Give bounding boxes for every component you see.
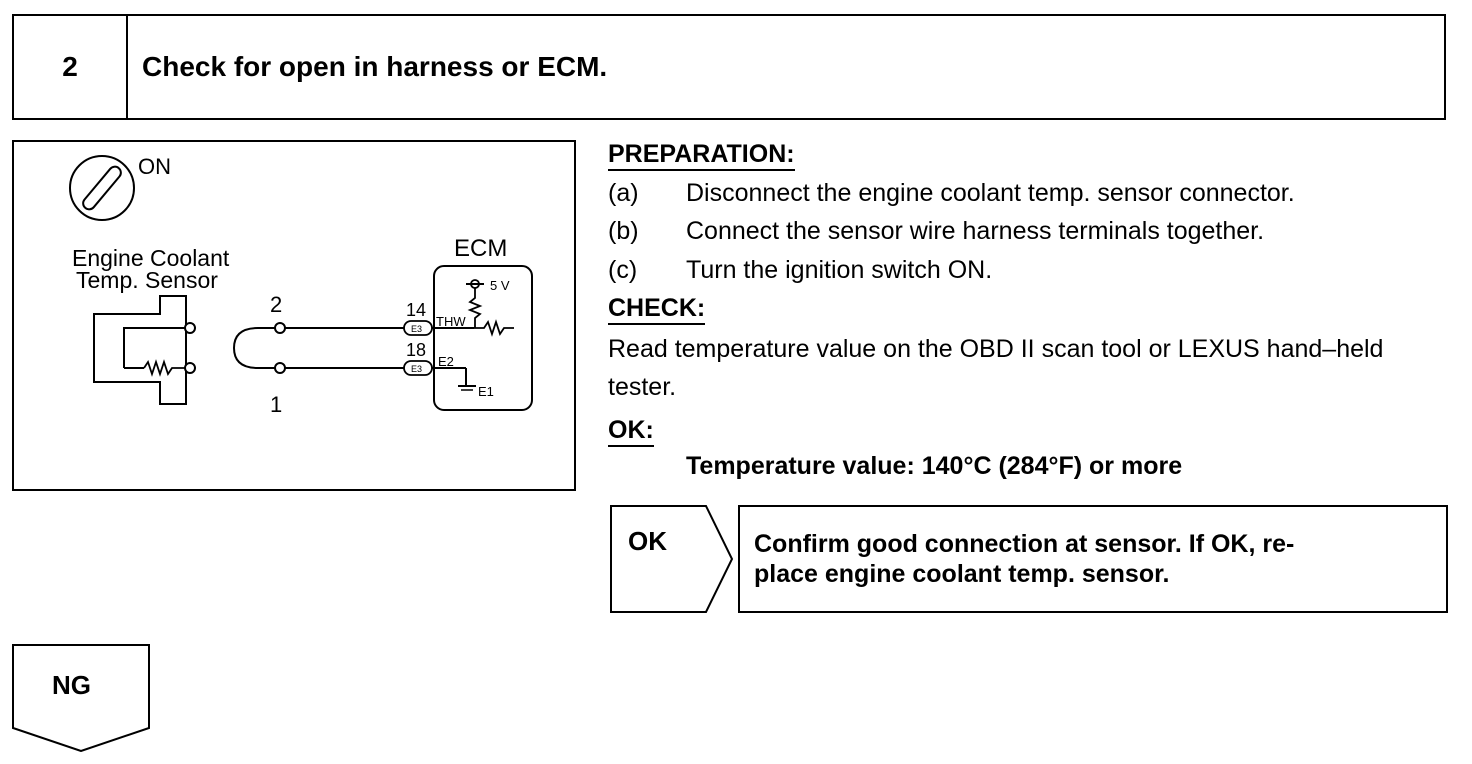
ok-branch-line2: place engine coolant temp. sensor.	[754, 560, 1170, 588]
ng-branch-label: NG	[52, 670, 91, 700]
preparation-item-b: (b)Connect the sensor wire harness termi…	[608, 217, 1265, 245]
wire-label-1: 1	[270, 392, 282, 417]
ok-arrow-shape	[610, 505, 734, 613]
ground-e1: E1	[478, 384, 494, 399]
wire-label-2: 2	[270, 292, 282, 317]
ok-branch-instruction: Confirm good connection at sensor. If OK…	[738, 505, 1448, 613]
preparation-heading: PREPARATION:	[608, 140, 795, 171]
ecm-box	[433, 265, 533, 411]
step-number: 2	[14, 16, 128, 118]
voltage-5v: 5 V	[490, 278, 510, 293]
ignition-key-icon	[69, 155, 135, 221]
preparation-item-c: (c)Turn the ignition switch ON.	[608, 256, 993, 284]
signal-e2: E2	[438, 354, 454, 369]
step-title: Check for open in harness or ECM.	[142, 51, 608, 82]
check-heading: CHECK:	[608, 294, 706, 325]
ecm-label: ECM	[454, 235, 507, 262]
sensor-label-line1: Engine Coolant	[72, 245, 230, 271]
preparation-item-a: (a)Disconnect the engine coolant temp. s…	[608, 179, 1295, 207]
sensor-label-line2: Temp. Sensor	[76, 267, 218, 293]
ng-arrow-shape	[12, 644, 150, 752]
sensor-body	[93, 295, 196, 405]
ignition-on-label: ON	[138, 154, 171, 179]
ok-heading: OK:	[608, 416, 654, 447]
pin-18: 18	[406, 340, 426, 360]
ok-branch-label: OK	[628, 526, 667, 556]
jumper-wire	[232, 327, 278, 369]
wiring-diagram-svg: ON Engine Coolant Temp. Sensor 2 1 ECM E…	[69, 154, 533, 417]
ok-result: Temperature value: 140°C (284°F) or more	[686, 452, 1183, 480]
connector-bottom: E3	[411, 364, 422, 374]
step-header: 2 Check for open in harness or ECM.	[12, 14, 1446, 120]
signal-thw: THW	[436, 314, 466, 329]
connector-top: E3	[411, 324, 422, 334]
ok-branch-line1: Confirm good connection at sensor. If OK…	[754, 530, 1295, 558]
check-text: Read temperature value on the OBD II sca…	[608, 335, 1384, 401]
pin-14: 14	[406, 300, 426, 320]
wiring-diagram: ON Engine Coolant Temp. Sensor 2 1 ECM E…	[12, 140, 576, 491]
